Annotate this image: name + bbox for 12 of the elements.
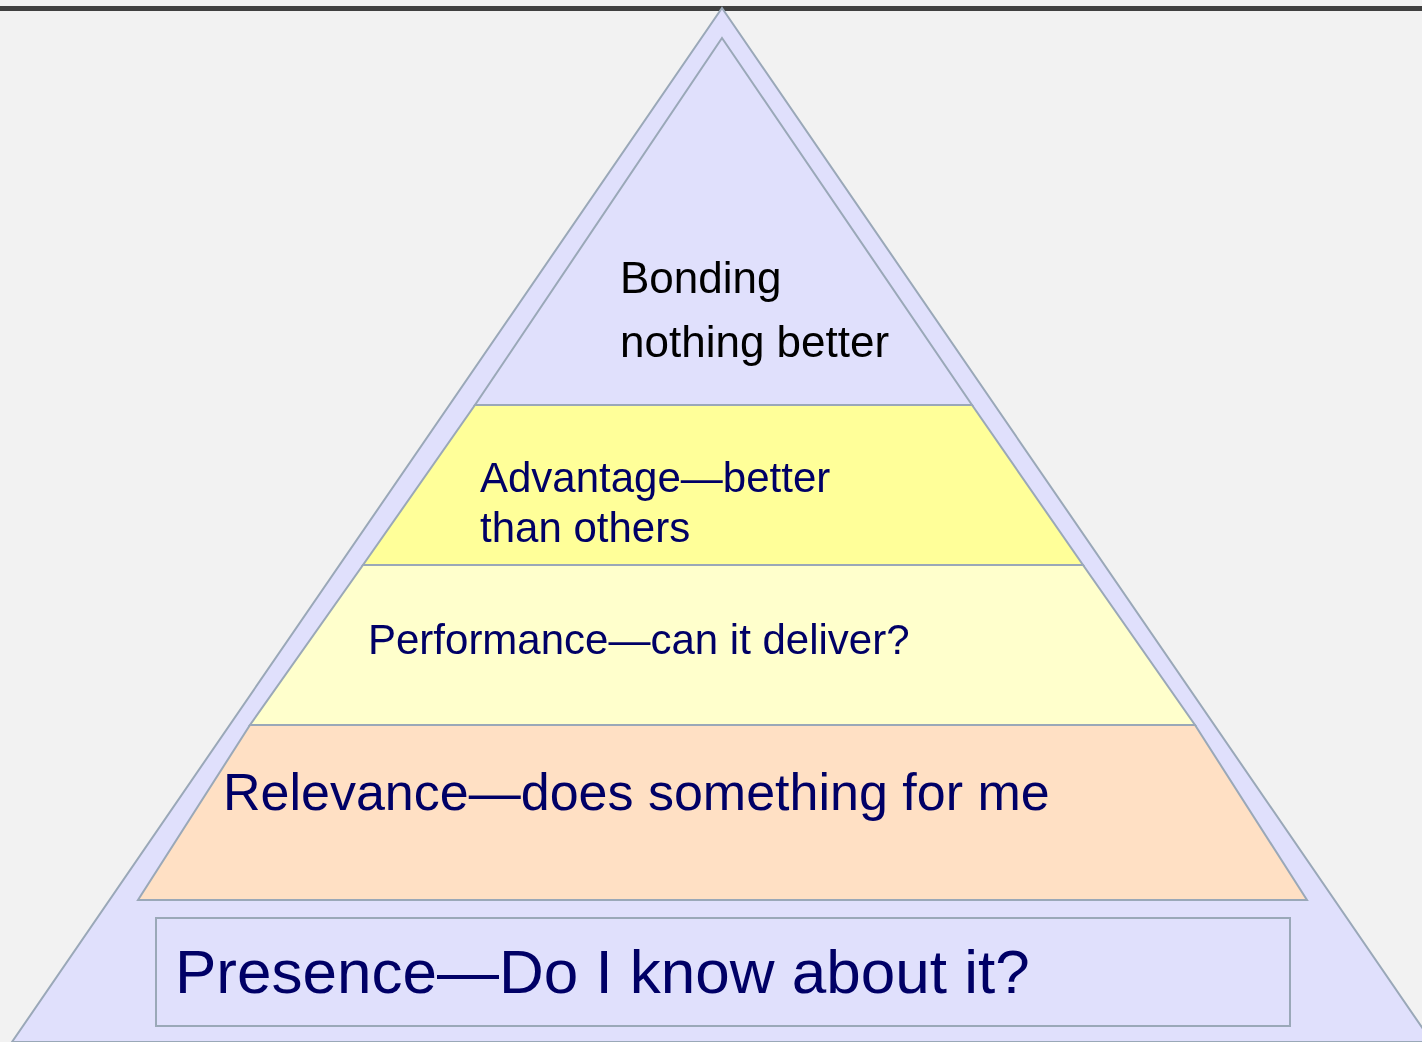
level-label: Advantage—better than others: [480, 453, 832, 554]
pyramid-level: [250, 565, 1195, 725]
pyramid-level: [475, 38, 972, 405]
level-label: Presence—Do I know about it?: [175, 936, 1030, 1008]
pyramid-outline: [12, 8, 1422, 1042]
pyramid-level: [155, 917, 1291, 1027]
level-label: Performance—can it deliver?: [368, 615, 910, 665]
pyramid-level: [138, 725, 1307, 900]
level-label: Bonding: [620, 252, 782, 304]
pyramid-level: [363, 405, 1083, 565]
level-label: nothing better: [620, 316, 890, 368]
level-label: Relevance—does something for me: [223, 762, 1050, 823]
